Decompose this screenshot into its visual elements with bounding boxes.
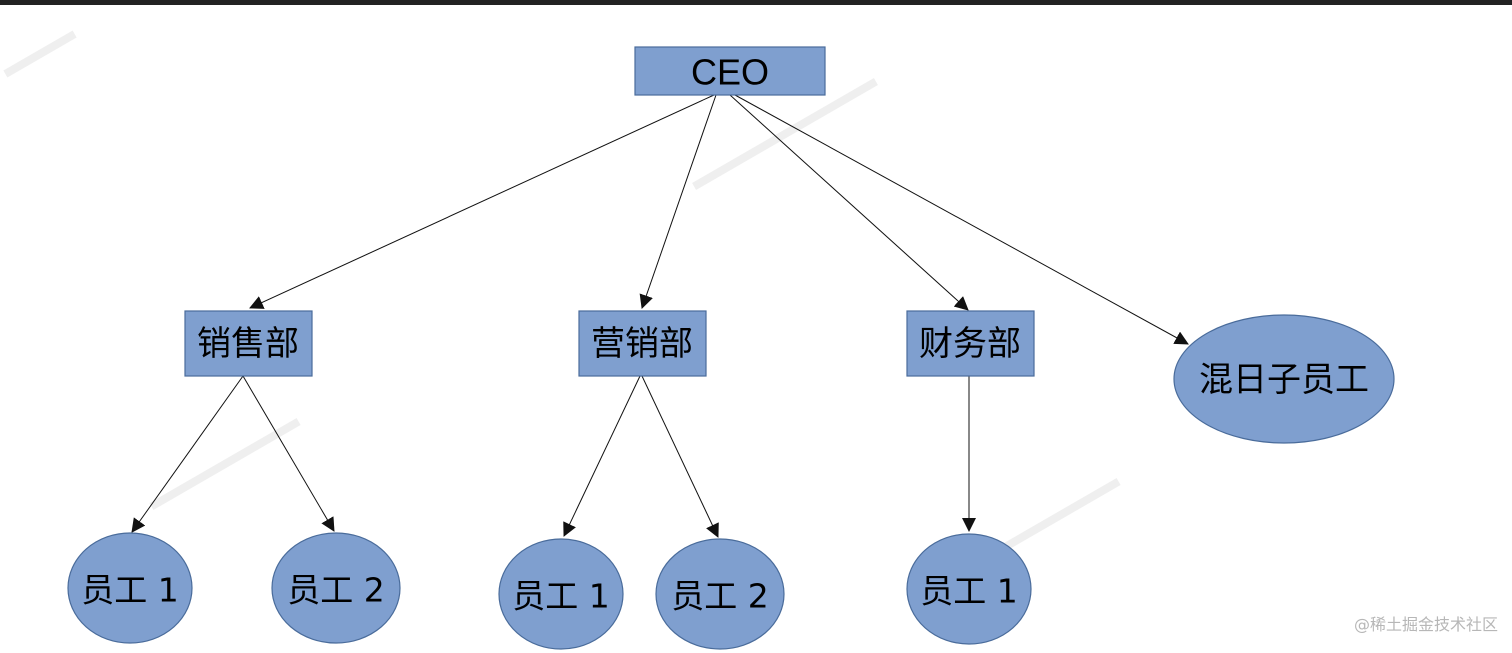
node-finance-emp1: 员工 1: [906, 533, 1032, 645]
edge-marketing-emp1: [563, 375, 641, 537]
node-marketing-emp1: 员工 1: [498, 538, 624, 650]
node-sales-emp2-label: 员工 2: [287, 571, 385, 610]
node-sales: 销售部: [184, 310, 313, 377]
node-slacker-label: 混日子员工: [1199, 360, 1369, 400]
edge-ceo-slacker: [734, 94, 1189, 345]
node-sales-emp2: 员工 2: [271, 532, 401, 644]
node-marketing: 营销部: [578, 310, 707, 377]
node-ceo-label: CEO: [691, 52, 769, 93]
top-border-bar: [0, 0, 1512, 5]
node-finance: 财务部: [906, 310, 1035, 377]
brand-watermark: @稀土掘金技术社区: [1353, 615, 1498, 634]
node-marketing-emp1-label: 员工 1: [512, 577, 610, 616]
background-watermarks: [3, 30, 1121, 570]
node-ceo: CEO: [634, 46, 826, 96]
edge-marketing-emp2: [641, 375, 719, 538]
node-marketing-label: 营销部: [591, 324, 693, 364]
node-marketing-emp2: 员工 2: [655, 538, 785, 650]
edge-ceo-finance: [729, 94, 969, 311]
node-marketing-emp2-label: 员工 2: [671, 577, 769, 616]
node-sales-emp1: 员工 1: [67, 532, 193, 644]
edges: [131, 94, 1189, 538]
node-slacker: 混日子员工: [1173, 314, 1395, 444]
edge-ceo-sales: [249, 94, 715, 309]
node-sales-label: 销售部: [197, 324, 299, 364]
edge-sales-emp2: [242, 375, 335, 532]
node-finance-emp1-label: 员工 1: [920, 572, 1018, 611]
node-finance-label: 财务部: [919, 324, 1021, 364]
edge-sales-emp1: [131, 375, 244, 533]
edge-ceo-marketing: [639, 94, 717, 309]
node-sales-emp1-label: 员工 1: [81, 571, 179, 610]
